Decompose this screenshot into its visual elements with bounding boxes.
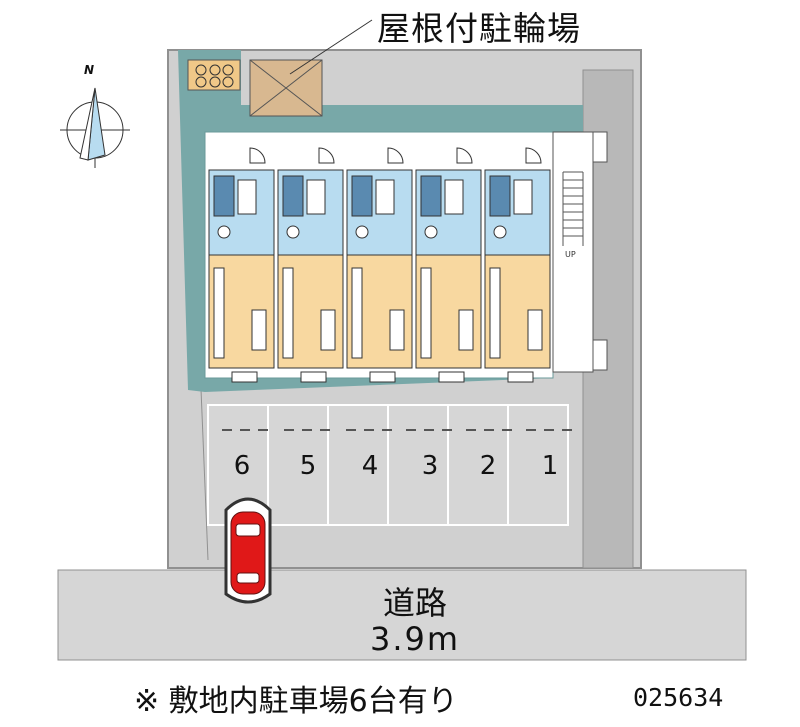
unit-3 (346, 147, 413, 383)
compass-icon (60, 87, 130, 168)
unit-4 (415, 147, 482, 383)
bike-parking-label: 屋根付駐輪場 (377, 9, 581, 48)
road-name-label: 道路 (382, 584, 447, 622)
parking-area (207, 404, 572, 526)
compass-north-label: N (84, 63, 95, 77)
stair-up-label: UP (565, 250, 576, 259)
staircase (562, 171, 584, 246)
parking-spot-label: 3 (421, 451, 439, 481)
parking-spot-label: 2 (479, 451, 497, 481)
car-icon (224, 497, 272, 604)
parking-spot-label: 6 (233, 451, 251, 481)
reference-code: 025634 (633, 683, 724, 712)
parking-note: ※ 敷地内駐車場6台有り (134, 684, 458, 719)
bike-parking (187, 19, 373, 117)
parking-spot-label: 4 (361, 451, 379, 481)
parking-spot-label: 5 (299, 451, 317, 481)
road-width-label: 3.9m (369, 620, 461, 658)
units (208, 147, 551, 383)
unit-5 (484, 147, 551, 383)
unit-2 (277, 147, 344, 383)
road (57, 569, 747, 661)
unit-1 (208, 147, 275, 383)
parking-spot-label: 1 (541, 451, 559, 481)
